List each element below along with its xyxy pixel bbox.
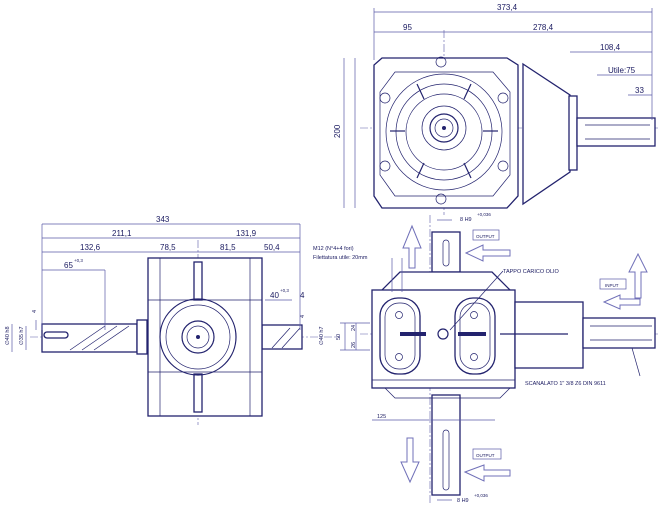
dim-131-9: 131,9	[236, 229, 257, 238]
dim-26: 26	[351, 342, 357, 348]
input-label: INPUT	[605, 283, 619, 288]
arrow-left-icon	[464, 244, 511, 262]
dim-dia-35-h7: ∅35 h7	[18, 326, 25, 345]
output-shaft-bottom	[431, 394, 461, 496]
dim-4-gap: 4	[300, 291, 305, 300]
dim-108-4: 108,4	[600, 43, 621, 52]
dim-50-4: 50,4	[264, 243, 280, 252]
dim-125: 125	[377, 414, 386, 420]
input-spline-shaft	[576, 117, 656, 147]
gearbox-body-top	[373, 57, 519, 209]
front-view: 343 211,1 131,9 132,6 78,5 81,5 50,4 65 …	[4, 215, 340, 425]
dim-278-4: 278,4	[533, 23, 554, 32]
thread-depth-label: Filettatura utile: 20mm	[313, 255, 368, 261]
dim-132-6: 132,6	[80, 243, 101, 252]
output-label-top: OUTPUT	[476, 234, 495, 239]
dim-33: 33	[635, 86, 644, 95]
arrow-left-icon	[463, 464, 511, 482]
arrow-left-icon	[602, 294, 641, 310]
input-housing	[514, 301, 584, 369]
input-spline-shaft-side	[582, 317, 656, 349]
dim-50: 50	[336, 334, 342, 340]
key-bottom-tol: +0,036	[474, 493, 488, 498]
dim-overall-top: 373,4	[497, 3, 518, 12]
dim-78-5: 78,5	[160, 243, 176, 252]
dim-65-tol: +0,3	[74, 258, 83, 263]
side-view: OUTPUT OUTPUT INPUT 8 H9 +0,036 8 H9 +0,…	[313, 212, 658, 505]
dim-65: 65	[64, 261, 73, 270]
arrow-up-icon	[402, 224, 422, 269]
key-top-tol: +0,036	[477, 212, 491, 217]
dim-200: 200	[333, 124, 342, 138]
key-top-label: 8 H9	[460, 217, 472, 223]
gearbox-body-front	[147, 257, 263, 417]
dim-40-tol: +0,3	[280, 288, 289, 293]
dim-dia-40-h8: ∅40 h8	[4, 326, 11, 345]
arrow-up-icon	[628, 252, 648, 299]
output-shaft-top	[431, 231, 461, 273]
oil-plug-label: TAPPO CARICO OLIO	[503, 269, 560, 275]
dim-343: 343	[156, 215, 170, 224]
dim-key-depth-right: 4	[300, 315, 306, 318]
oil-plug-icon	[437, 328, 449, 340]
dim-81-5: 81,5	[220, 243, 236, 252]
thread-label: M12 (N°4+4 fori)	[313, 246, 354, 252]
dim-40: 40	[270, 291, 279, 300]
spline-label: SCANALATO 1" 3/8 Z6 DIN 9611	[525, 381, 606, 387]
right-shaft	[261, 324, 303, 350]
dim-key-depth-left: 4	[32, 310, 38, 313]
dim-dia-40-h7: ∅40 h7	[318, 326, 325, 345]
arrow-down-icon	[400, 437, 420, 484]
dim-211-1: 211,1	[112, 229, 132, 238]
dim-95: 95	[403, 23, 412, 32]
output-label-bottom: OUTPUT	[476, 453, 495, 458]
key-bottom-label: 8 H9	[457, 498, 469, 504]
dim-utile-75: Utile:75	[608, 66, 636, 75]
top-view: 373,4 95 278,4 108,4 Utile:75 33 200	[333, 3, 658, 215]
dim-24: 24	[351, 325, 357, 331]
